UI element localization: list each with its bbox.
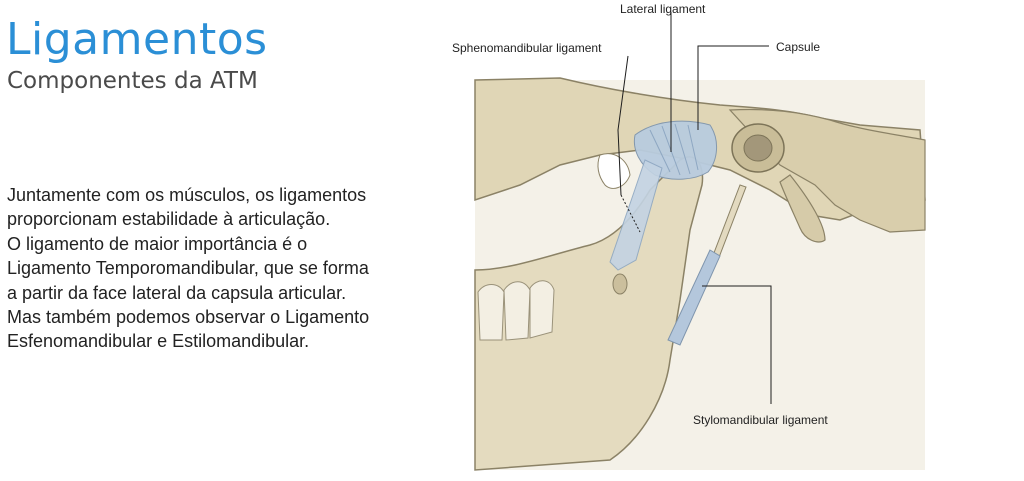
description-line: Esfenomandibular e Estilomandibular. [7, 331, 310, 352]
ear-canal-inner [743, 134, 773, 162]
leader-lines [617, 12, 772, 404]
description-line: Juntamente com os músculos, os ligamento… [7, 185, 367, 205]
leader-line-spheno [617, 55, 629, 196]
description-line: Mas também podemos observar o Ligamento [7, 307, 370, 328]
description-line: a partir da face lateral da capsula arti… [7, 282, 347, 303]
description-line: Ligamento Temporomandibular, que se form… [7, 258, 369, 279]
sphenomandibular-ligament [609, 159, 663, 271]
leader-line-stylo [702, 285, 772, 404]
page-title: Ligamentos [6, 14, 268, 65]
lingula [612, 273, 628, 295]
skull-jaw-drawing [474, 12, 926, 471]
label-capsule: Capsule [776, 40, 821, 54]
tmj-ligament-illustration: Lateral ligament Sphenomandibular ligame… [440, 0, 1024, 481]
label-lateral-ligament: Lateral ligament [620, 2, 706, 16]
mastoid-process [779, 174, 826, 243]
leader-line-capsule [697, 45, 769, 130]
description-line: proporcionam estabilidade à articulação. [7, 209, 331, 230]
stylomandibular-ligament [667, 249, 721, 346]
label-sphenomandibular-ligament: Sphenomandibular ligament [452, 41, 602, 55]
leader-line-spheno-dotted [620, 194, 641, 233]
page-subtitle: Componentes da ATM [7, 68, 258, 94]
description-line: O ligamento de maior importância é o [7, 233, 308, 254]
label-stylomandibular-ligament: Stylomandibular ligament [693, 413, 828, 427]
mandibular-notch [597, 153, 631, 189]
description-text: Juntamente com os músculos, os ligamento… [7, 183, 452, 354]
teeth [477, 280, 555, 341]
